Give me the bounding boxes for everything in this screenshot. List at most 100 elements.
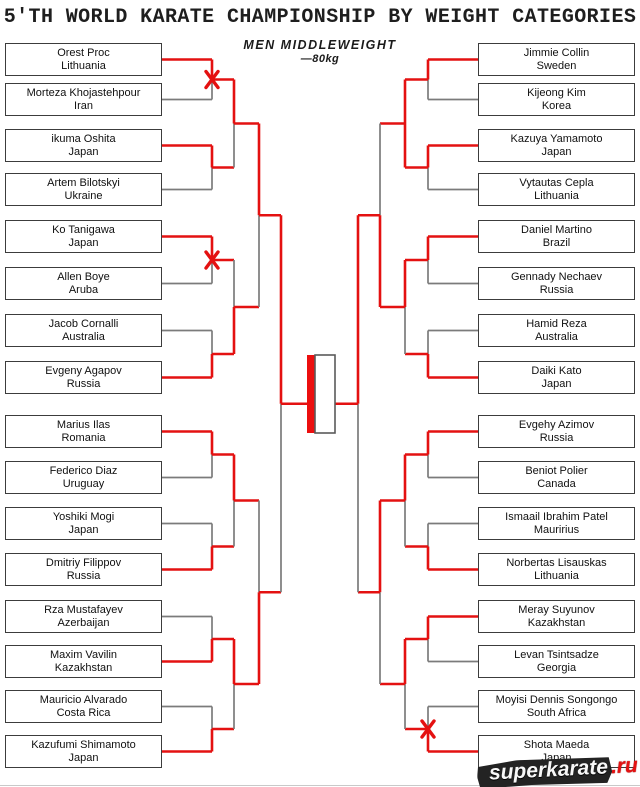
player-name: Meray Suyunov <box>518 603 595 616</box>
player-country: Russia <box>66 377 101 390</box>
player-country: Romania <box>61 431 106 444</box>
player-country: Uruguay <box>62 477 105 490</box>
player-country: Russia <box>539 431 574 444</box>
player-name: Daiki Kato <box>531 364 582 377</box>
player-country: Sweden <box>536 59 577 72</box>
player-name: Moyisi Dennis Songongo <box>495 693 618 706</box>
player-name: Morteza Khojastehpour <box>26 86 141 99</box>
player-country: Lithuania <box>534 189 579 202</box>
page-bottom-edge <box>0 785 640 786</box>
player-name: Yoshiki Mogi <box>52 510 115 523</box>
player-name: Kijeong Kim <box>527 86 586 99</box>
final-box <box>314 354 336 434</box>
category-name: MEN MIDDLEWEIGHT <box>243 38 397 52</box>
player-country: Aruba <box>68 283 99 296</box>
player-country: Russia <box>66 569 101 582</box>
player-name: Kazufumi Shimamoto <box>31 738 136 751</box>
player-name: Dmitriy Filippov <box>45 556 122 569</box>
player-name: Evgehy Azimov <box>518 418 595 431</box>
player-name: Gennady Nechaev <box>510 270 603 283</box>
player-country: Russia <box>539 283 574 296</box>
x-mark <box>204 250 220 270</box>
player-name: ikuma Oshita <box>51 132 116 145</box>
category-label: MEN MIDDLEWEIGHT —80kg <box>0 38 640 65</box>
player-name: Levan Tsintsadze <box>514 648 599 661</box>
player-name: Mauricio Alvarado <box>39 693 128 706</box>
player-country: Kazakhstan <box>527 616 586 629</box>
x-mark <box>204 69 220 90</box>
player-name: Vytautas Cepla <box>519 176 594 189</box>
player-country: Japan <box>68 751 99 764</box>
player-name: Marius Ilas <box>56 418 111 431</box>
player-name: Norbertas Lisauskas <box>506 556 607 569</box>
player-name: Daniel Martino <box>521 223 592 236</box>
player-name: Artem Bilotskyi <box>47 176 120 189</box>
player-country: Australia <box>62 330 105 343</box>
player-country: Lithuania <box>534 569 579 582</box>
player-name: Maxim Vavilin <box>49 648 118 661</box>
player-name: Beniot Polier <box>525 464 588 477</box>
player-country: Azerbaijan <box>57 616 110 629</box>
player-country: Kazakhstan <box>54 661 113 674</box>
page-title: 5'TH WORLD KARATE CHAMPIONSHIP BY WEIGHT… <box>3 6 637 29</box>
player-country: Korea <box>541 99 572 112</box>
player-country: Japan <box>541 145 572 158</box>
player-name: Rza Mustafayev <box>44 603 123 616</box>
player-country: Iran <box>74 99 93 112</box>
player-name: Orest Proc <box>57 46 110 59</box>
player-name: Allen Boye <box>57 270 110 283</box>
player-country: Brazil <box>542 236 571 249</box>
player-country: Japan <box>541 377 572 390</box>
watermark-domain: .ru <box>610 753 639 779</box>
x-mark <box>420 719 436 739</box>
player-country: South Africa <box>526 706 587 719</box>
player-name: Hamid Reza <box>526 317 587 330</box>
player-country: Japan <box>68 523 99 536</box>
player-name: Evgeny Agapov <box>45 364 122 377</box>
player-country: Canada <box>537 477 576 490</box>
player-name: Jacob Cornalli <box>48 317 119 330</box>
player-name: Federico Diaz <box>49 464 118 477</box>
weight-class: —80kg <box>300 53 340 65</box>
player-country: Georgia <box>536 661 577 674</box>
player-country: Japan <box>68 145 99 158</box>
player-country: Lithuania <box>61 59 106 72</box>
player-name: Ismaail Ibrahim Patel <box>505 510 608 523</box>
player-name: Ko Tanigawa <box>52 223 115 236</box>
final-winner-bar <box>307 355 315 433</box>
player-name: Jimmie Collin <box>523 46 590 59</box>
